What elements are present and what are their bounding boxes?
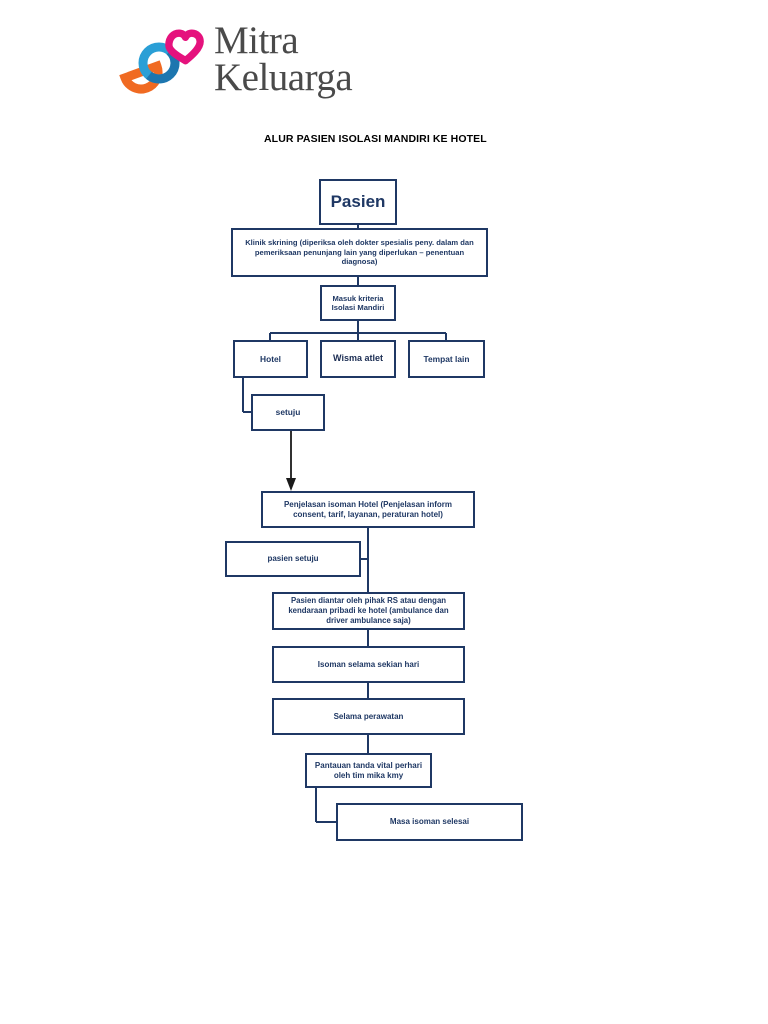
node-masa-isoman-selesai[interactable]: Masa isoman selesai [336, 803, 523, 841]
node-pasien[interactable]: Pasien [319, 179, 397, 225]
node-penjelasan-isoman-hotel-label: Penjelasan isoman Hotel (Penjelasan info… [283, 499, 453, 519]
logo-wordmark: Mitra Keluarga [214, 19, 374, 110]
node-pantauan-tanda-vital-label: Pantauan tanda vital perhari oleh tim mi… [314, 760, 423, 780]
node-hotel-label: Hotel [260, 353, 281, 364]
node-isoman-selama-sekian-hari[interactable]: Isoman selama sekian hari [272, 646, 465, 683]
node-pasien-diantar[interactable]: Pasien diantar oleh pihak RS atau dengan… [272, 592, 465, 630]
node-wisma-atlet[interactable]: Wisma atlet [320, 340, 396, 378]
node-setuju-label: setuju [275, 407, 301, 418]
node-pasien-diantar-label: Pasien diantar oleh pihak RS atau dengan… [288, 596, 449, 625]
node-hotel[interactable]: Hotel [233, 340, 308, 378]
node-pasien-label: Pasien [330, 192, 386, 212]
node-pantauan-tanda-vital[interactable]: Pantauan tanda vital perhari oleh tim mi… [305, 753, 432, 788]
logo-word-line-1: Mitra [214, 19, 299, 62]
node-masuk-kriteria[interactable]: Masuk kriteria Isolasi Mandiri [320, 285, 396, 321]
node-klinik-skrining-label: Klinik skrining (diperiksa oleh dokter s… [245, 238, 474, 267]
logo-blue-ring-shade [138, 42, 180, 84]
node-klinik-skrining[interactable]: Klinik skrining (diperiksa oleh dokter s… [231, 228, 488, 277]
logo-mark-icon [119, 29, 204, 94]
node-isoman-selama-sekian-hari-label: Isoman selama sekian hari [317, 659, 420, 669]
node-pasien-setuju[interactable]: pasien setuju [225, 541, 361, 577]
node-selama-perawatan-label: Selama perawatan [333, 711, 404, 721]
node-wisma-atlet-label: Wisma atlet [333, 353, 383, 364]
logo-pink-heart [165, 29, 204, 65]
page-title: ALUR PASIEN ISOLASI MANDIRI KE HOTEL [264, 133, 487, 145]
node-pasien-setuju-label: pasien setuju [267, 554, 319, 563]
node-tempat-lain[interactable]: Tempat lain [408, 340, 485, 378]
node-penjelasan-isoman-hotel[interactable]: Penjelasan isoman Hotel (Penjelasan info… [261, 491, 475, 528]
logo-word-line-2: Keluarga [214, 56, 353, 100]
mitra-keluarga-logo: Mitra Keluarga [118, 14, 368, 114]
node-masa-isoman-selesai-label: Masa isoman selesai [389, 817, 470, 826]
node-tempat-lain-label: Tempat lain [423, 353, 470, 364]
node-setuju[interactable]: setuju [251, 394, 325, 431]
arrow-setuju-penjelasan [286, 431, 296, 491]
node-masuk-kriteria-label: Masuk kriteria Isolasi Mandiri [331, 293, 385, 312]
node-selama-perawatan[interactable]: Selama perawatan [272, 698, 465, 735]
logo-orange-semicircle [119, 60, 163, 94]
